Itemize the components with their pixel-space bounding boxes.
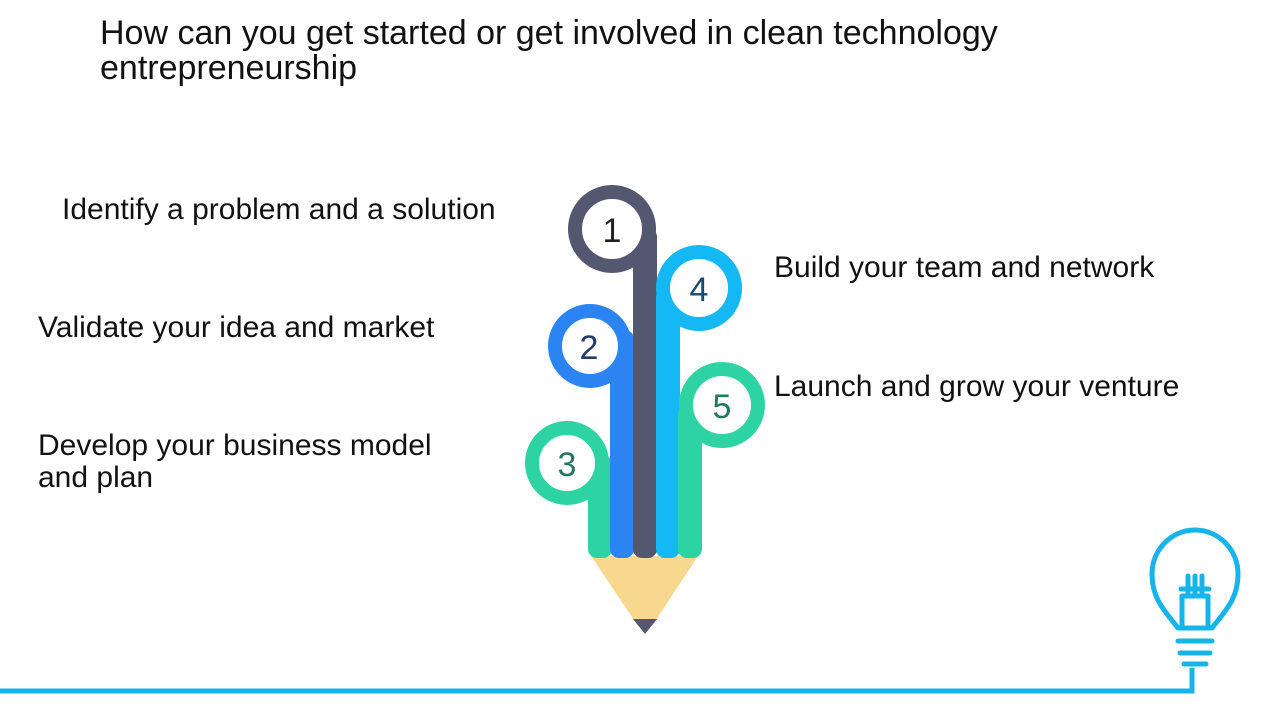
step-5-number: 5 xyxy=(713,388,732,426)
step-4-ring xyxy=(656,245,742,331)
strand-1 xyxy=(633,228,657,558)
step-5-ring xyxy=(679,362,765,448)
pencil-wood xyxy=(591,556,698,626)
step-2-number: 2 xyxy=(580,329,599,367)
step-3-label: Develop your business model and plan xyxy=(38,429,432,494)
step-2-label: Validate your idea and market xyxy=(38,311,435,344)
bottom-accent-line xyxy=(0,668,1195,694)
pencil-tip xyxy=(633,619,657,634)
step-1-label: Identify a problem and a solution xyxy=(62,193,496,226)
step-4-label: Build your team and network xyxy=(774,251,1155,284)
step-2-ring xyxy=(548,304,632,388)
step-1-number: 1 xyxy=(603,212,622,250)
step-4-number: 4 xyxy=(690,271,709,309)
pencil-icon: 1 2 3 4 5 xyxy=(525,185,765,634)
step-3-number: 3 xyxy=(558,446,577,484)
step-3-ring xyxy=(525,421,609,505)
step-1-ring xyxy=(568,185,656,273)
lightbulb-icon xyxy=(1149,527,1241,667)
strand-4 xyxy=(656,288,680,558)
strand-2 xyxy=(610,330,634,558)
step-5-label: Launch and grow your venture xyxy=(774,370,1180,403)
strand-5 xyxy=(678,405,702,558)
slide-title: How can you get started or get involved … xyxy=(100,14,998,87)
